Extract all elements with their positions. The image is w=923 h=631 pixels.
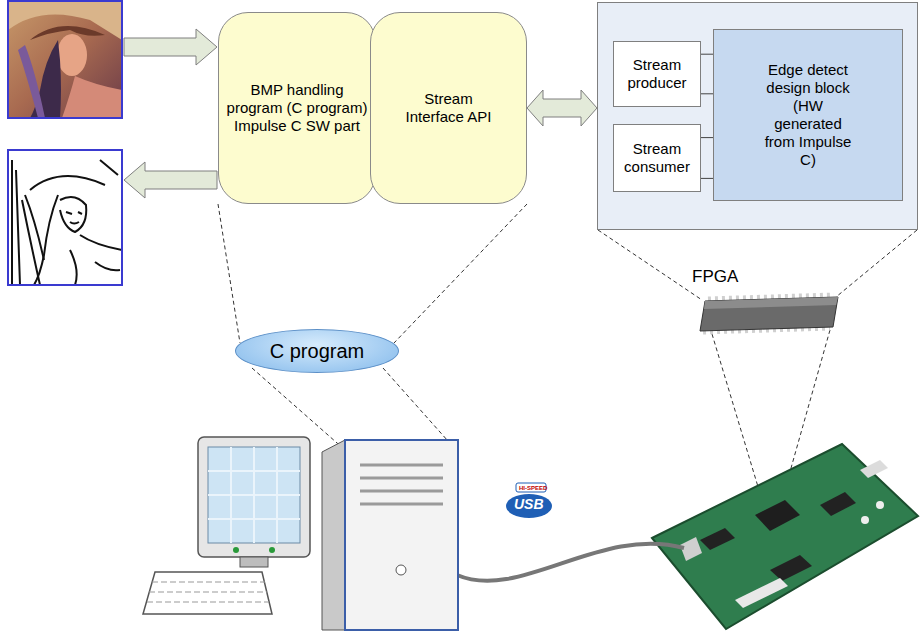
feather bbox=[18, 45, 45, 118]
drive-bays bbox=[360, 465, 443, 504]
edge-frame bbox=[8, 150, 122, 285]
input-arrow bbox=[124, 29, 217, 65]
producer-box: Stream producer bbox=[613, 41, 701, 107]
board-chip bbox=[700, 528, 735, 550]
program-ellipse: C program bbox=[235, 329, 399, 373]
edge-stroke bbox=[66, 212, 82, 224]
board-connector bbox=[860, 460, 888, 478]
photo-frame bbox=[8, 1, 122, 118]
api-box: Stream Interface API bbox=[370, 12, 527, 204]
text-block: Stream consumer bbox=[619, 140, 695, 176]
chip-top bbox=[704, 297, 838, 309]
board-chip bbox=[820, 492, 856, 516]
edge-stroke bbox=[60, 197, 86, 232]
lena-photo bbox=[8, 1, 122, 118]
panel-ground bbox=[597, 2, 918, 230]
edge-stroke bbox=[25, 160, 120, 270]
board-chip bbox=[755, 500, 800, 531]
logo-text: USB bbox=[514, 497, 544, 511]
connector-line bbox=[701, 93, 713, 94]
monitor-button bbox=[233, 547, 239, 553]
projection-line bbox=[598, 230, 702, 300]
fpga-panel: Stream producerStream consumer Edge detec… bbox=[597, 2, 918, 230]
hw-block: Edge detect design block (HW generated f… bbox=[713, 29, 903, 201]
text-block: Edge detect design block (HW generated f… bbox=[760, 61, 856, 169]
logo-text: HI-SPEED bbox=[519, 485, 547, 491]
photo-wall bbox=[8, 1, 122, 40]
text-block: BMP handling program (C program) Impulse… bbox=[226, 81, 368, 135]
edge-image bbox=[8, 150, 122, 285]
node-text: C program bbox=[270, 339, 364, 363]
consumer-box: Stream consumer bbox=[613, 124, 701, 192]
block-arrow bbox=[527, 90, 597, 126]
chip-body bbox=[700, 297, 838, 331]
text-block: C program bbox=[270, 339, 364, 363]
usb-badge bbox=[506, 494, 552, 518]
projection-line bbox=[712, 334, 762, 500]
monitor-frame bbox=[198, 437, 310, 557]
projection-line bbox=[836, 230, 917, 297]
board-chip bbox=[770, 555, 812, 581]
screen-glare bbox=[208, 447, 300, 543]
node-text: Stream consumer bbox=[619, 140, 695, 176]
power-button bbox=[396, 565, 406, 575]
projection-line bbox=[383, 368, 456, 450]
edge-stroke bbox=[30, 176, 105, 190]
tower-front bbox=[345, 440, 458, 630]
photo-ground bbox=[8, 1, 122, 118]
chip-label: FPGA bbox=[692, 268, 738, 285]
usb-cable bbox=[457, 544, 684, 581]
connector-line bbox=[701, 137, 713, 138]
usb-logo bbox=[506, 483, 552, 518]
projection-line bbox=[218, 204, 240, 343]
board-button bbox=[861, 516, 869, 524]
keyboard bbox=[143, 572, 272, 614]
text-block: Stream producer bbox=[619, 56, 695, 92]
shoulder bbox=[62, 76, 122, 118]
node-text: Edge detect design block (HW generated f… bbox=[760, 61, 856, 169]
text-block: Stream Interface API bbox=[394, 90, 504, 126]
program-box: BMP handling program (C program) Impulse… bbox=[218, 12, 376, 204]
monitor-button bbox=[269, 547, 275, 553]
board-header bbox=[735, 578, 788, 608]
face bbox=[57, 34, 87, 76]
fpga-board bbox=[652, 444, 918, 629]
projection-line bbox=[394, 204, 527, 343]
monitor-screen bbox=[208, 447, 300, 543]
edge-stroke bbox=[70, 235, 122, 285]
node-text: Stream producer bbox=[619, 56, 695, 92]
keyboard-keys bbox=[147, 582, 269, 602]
connector-line bbox=[701, 54, 713, 55]
fpga-chip bbox=[700, 296, 838, 331]
board-button bbox=[876, 501, 884, 509]
tower-side bbox=[322, 440, 345, 630]
connector-line bbox=[701, 178, 713, 179]
edge-strokes bbox=[12, 160, 122, 285]
node-text: Stream Interface API bbox=[394, 90, 504, 126]
computer bbox=[143, 437, 458, 630]
node-text: BMP handling program (C program) Impulse… bbox=[226, 81, 368, 135]
edge-stroke bbox=[12, 160, 40, 285]
drawing-part bbox=[8, 1, 122, 118]
edge-ground bbox=[8, 150, 122, 285]
pcb bbox=[652, 444, 918, 629]
output-arrow bbox=[124, 162, 217, 198]
monitor-stand bbox=[240, 557, 268, 567]
